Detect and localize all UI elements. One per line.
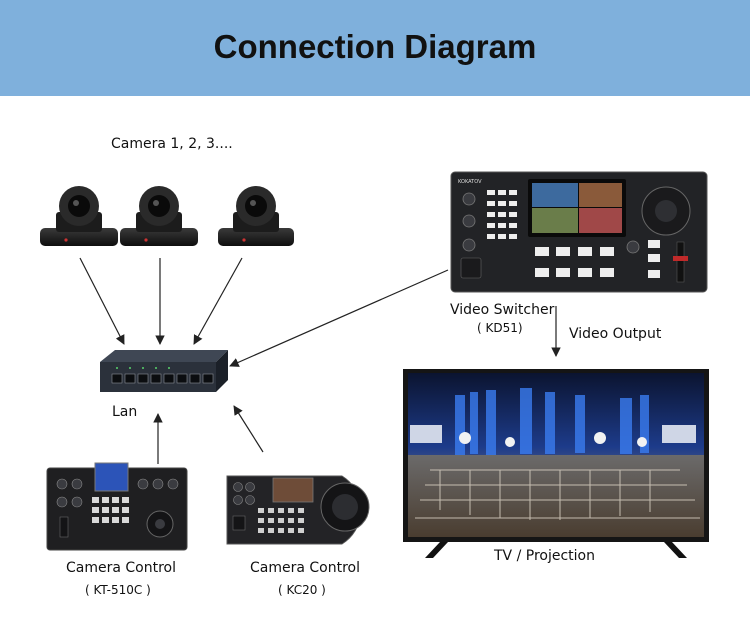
video-switcher-brand: KOKATOV bbox=[458, 179, 482, 185]
controller-left-label: Camera Control bbox=[66, 560, 176, 576]
arrow-camera1-to-lan bbox=[79, 257, 125, 345]
controller-right-model: ( KC20 ) bbox=[278, 583, 326, 597]
cameras-label: Camera 1, 2, 3.... bbox=[111, 136, 233, 152]
page-title: Connection Diagram bbox=[213, 28, 537, 65]
header-banner: Connection Diagram bbox=[0, 0, 750, 96]
camera-3-icon bbox=[218, 186, 294, 246]
controller-kc20-icon bbox=[226, 475, 370, 545]
video-switcher-model: ( KD51) bbox=[477, 321, 523, 335]
network-switch-icon bbox=[100, 350, 228, 392]
controller-right-label: Camera Control bbox=[250, 560, 360, 576]
camera-2-icon bbox=[120, 186, 198, 246]
tv-label: TV / Projection bbox=[494, 548, 595, 564]
arrow-camera3-to-lan bbox=[193, 257, 243, 345]
arrow-switcher-to-lan bbox=[229, 269, 449, 367]
video-switcher-label: Video Switcher bbox=[450, 302, 555, 318]
controller-left-model: ( KT-510C ) bbox=[85, 583, 151, 597]
camera-1-icon bbox=[40, 186, 118, 246]
tv-icon bbox=[403, 369, 709, 558]
video-switcher-icon: KOKATOV bbox=[450, 171, 708, 293]
video-output-label: Video Output bbox=[569, 326, 662, 342]
lan-label: Lan bbox=[112, 404, 138, 420]
arrow-kc20-to-lan bbox=[233, 405, 264, 453]
controller-kt510c-icon bbox=[46, 462, 188, 551]
